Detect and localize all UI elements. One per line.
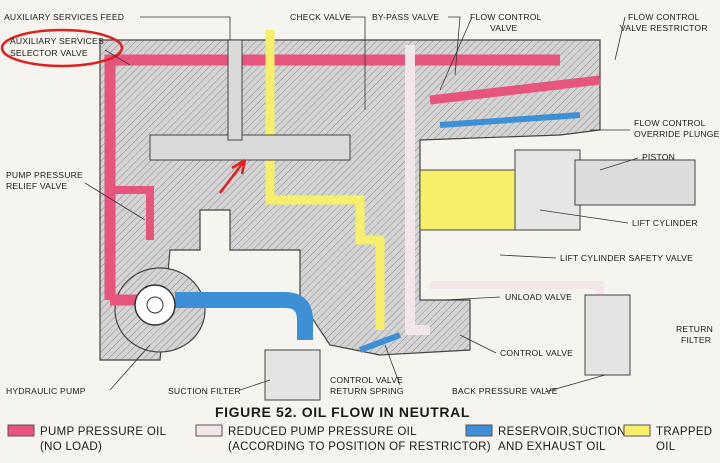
pressure-to-flow-control	[429, 75, 601, 105]
label-restrictor-1: FLOW CONTROL	[628, 12, 700, 22]
label-return-spring-2: RETURN SPRING	[330, 386, 404, 396]
reduced-oil-path	[405, 45, 430, 335]
annotation-arrow	[219, 158, 247, 194]
label-flow-control-valve-1: FLOW CONTROL	[470, 12, 542, 22]
label-back-pressure: BACK PRESSURE VALVE	[452, 386, 558, 396]
label-override-1: FLOW CONTROL	[634, 118, 706, 128]
legend-trapped-1: TRAPPED	[656, 426, 712, 438]
trapped-oil-path	[265, 30, 385, 330]
label-return-filter-1: RETURN	[676, 324, 713, 334]
label-unload-valve: UNLOAD VALVE	[505, 292, 572, 302]
label-auxiliary-services-feed: AUXILIARY SERVICES FEED	[4, 12, 124, 22]
legend-swatch-reservoir	[465, 424, 493, 437]
label-lift-safety: LIFT CYLINDER SAFETY VALVE	[560, 253, 693, 263]
label-suction-filter: SUCTION FILTER	[168, 386, 241, 396]
label-piston: PISTON	[642, 152, 675, 162]
legend-pressure-2: (NO LOAD)	[40, 441, 102, 453]
label-relief-1: PUMP PRESSURE	[6, 170, 83, 180]
legend-reduced-1: REDUCED PUMP PRESSURE OIL	[228, 426, 417, 438]
legend-reduced-2: (ACCORDING TO POSITION OF RESTRICTOR)	[228, 441, 491, 453]
exhaust-oil-path	[439, 112, 581, 128]
selector-spool	[149, 134, 351, 161]
legend-swatch-trapped	[623, 424, 651, 437]
lift-cylinder-body	[514, 149, 581, 231]
lift-cylinder-oil	[419, 169, 521, 231]
label-check-valve: CHECK VALVE	[290, 12, 351, 22]
suction-filter-body	[264, 349, 321, 401]
legend: PUMP PRESSURE OIL (NO LOAD) REDUCED PUMP…	[7, 424, 712, 453]
label-selector-valve-1: AUXILIARY SERVICES	[10, 36, 104, 46]
pump-gear-icon	[134, 284, 176, 326]
pressure-to-relief	[110, 186, 154, 240]
label-return-spring-1: CONTROL VALVE	[330, 375, 403, 385]
legend-pressure-1: PUMP PRESSURE OIL	[40, 426, 167, 438]
label-restrictor-2: VALVE RESTRICTOR	[620, 23, 708, 33]
figure-title: FIGURE 52. OIL FLOW IN NEUTRAL	[215, 404, 470, 420]
label-hydraulic-pump: HYDRAULIC PUMP	[6, 386, 86, 396]
label-selector-valve-2: SELECTOR VALVE	[10, 48, 88, 58]
legend-reservoir-2: AND EXHAUST OIL	[498, 441, 606, 453]
feed-stem	[227, 39, 243, 141]
exhaust-outlet	[358, 332, 402, 353]
piston-rod	[574, 159, 696, 206]
annotation-circle	[0, 28, 124, 68]
label-control-valve: CONTROL VALVE	[500, 348, 573, 358]
return-filter-body	[584, 294, 631, 376]
label-return-filter-2: FILTER	[681, 335, 711, 345]
legend-swatch-pressure	[7, 424, 35, 437]
label-override-2: OVERRIDE PLUNGER	[634, 129, 720, 139]
label-flow-control-valve-2: VALVE	[490, 23, 517, 33]
legend-trapped-2: OIL	[656, 441, 676, 453]
legend-swatch-reduced	[195, 424, 223, 437]
label-relief-2: RELIEF VALVE	[6, 181, 67, 191]
legend-reservoir-1: RESERVOIR,SUCTION	[498, 426, 626, 438]
label-bypass-valve: BY-PASS VALVE	[372, 12, 439, 22]
leader-lines	[84, 16, 639, 393]
suction-oil-path	[175, 292, 313, 340]
label-lift-cylinder: LIFT CYLINDER	[632, 218, 698, 228]
